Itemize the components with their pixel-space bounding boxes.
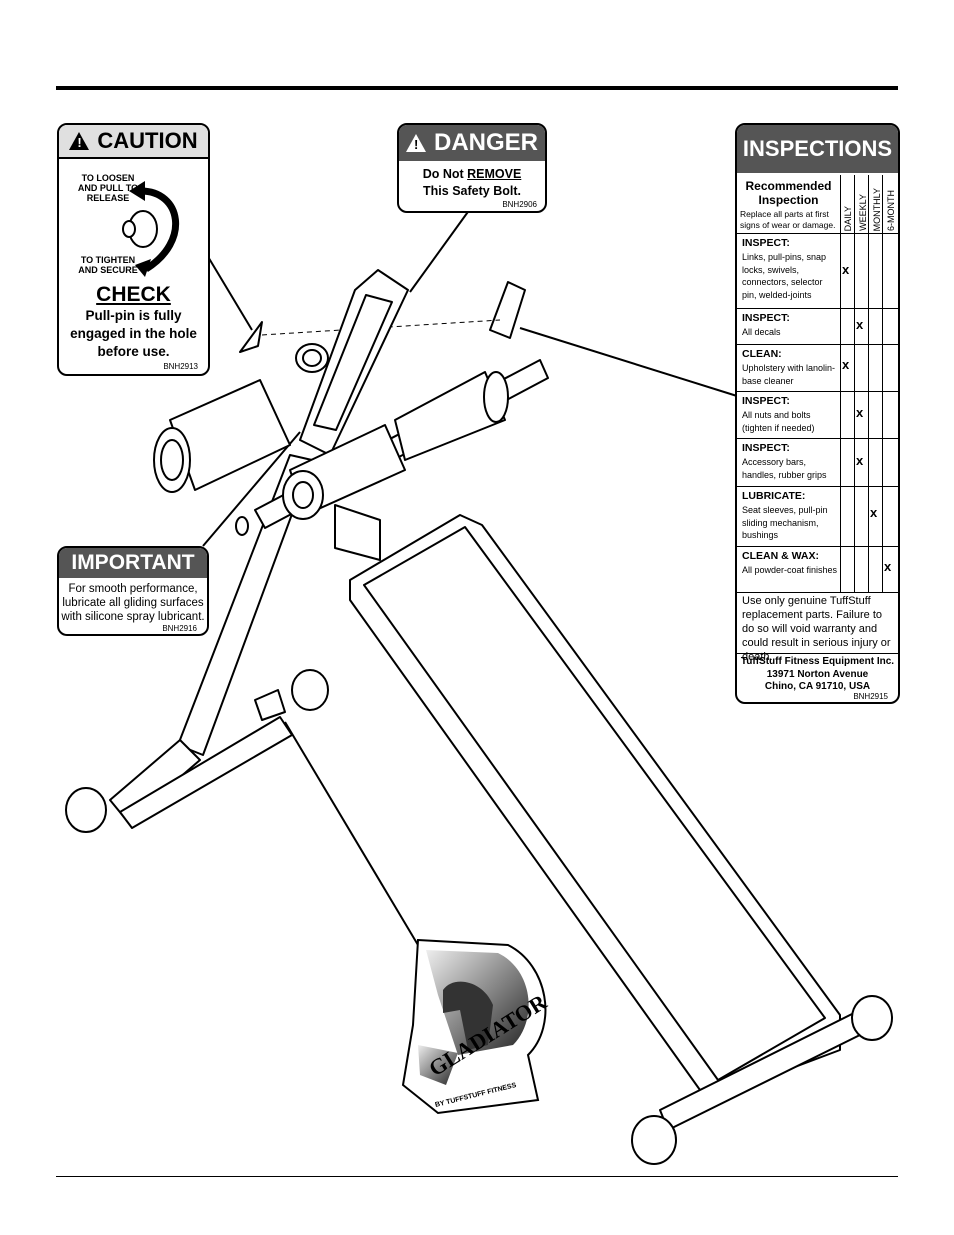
weekly-mark: x — [856, 317, 864, 332]
row-description: All powder-coat finishes — [742, 565, 838, 575]
tighten-instruction: TO TIGHTEN AND SECURE — [78, 255, 138, 275]
grid-line — [882, 175, 883, 593]
weekly-mark: x — [856, 405, 864, 420]
inspection-row: CLEAN & WAX: All powder-coat finishes x — [737, 547, 898, 593]
gladiator-logo-text: GLADIATOR BY TUFFSTUFF FITNESS — [424, 989, 582, 1114]
replacement-warning: Use only genuine TuffStuff replacement p… — [742, 595, 891, 663]
caution-title: CAUTION — [97, 128, 198, 153]
inspection-row: INSPECT: Accessory bars, handles, rubber… — [737, 439, 898, 487]
grid-line — [840, 175, 841, 593]
danger-title: DANGER — [433, 129, 538, 156]
company-block: TuffStuff Fitness Equipment Inc. 13971 N… — [737, 653, 898, 694]
grid-line — [868, 175, 869, 593]
caution-header: ! CAUTION — [59, 125, 208, 159]
row-title: CLEAN: — [742, 348, 782, 360]
weekly-mark: x — [856, 453, 864, 468]
danger-header: ! DANGER — [399, 125, 545, 161]
recommended-title: Recommended Inspection — [745, 179, 832, 207]
6-month-mark: x — [884, 559, 892, 574]
inspection-row: CLEAN: Upholstery with lanolin-base clea… — [737, 345, 898, 392]
row-description: Links, pull-pins, snap locks, swivels, c… — [742, 252, 827, 300]
inspection-row: LUBRICATE: Seat sleeves, pull-pin slidin… — [737, 487, 898, 547]
inspections-table-header: Recommended Inspection Replace all parts… — [737, 175, 898, 234]
important-decal: IMPORTANT For smooth performance, lubric… — [57, 546, 209, 636]
warning-triangle-icon: ! — [69, 132, 90, 150]
row-title: LUBRICATE: — [742, 490, 806, 502]
important-body: For smooth performance, lubricate all gl… — [61, 583, 205, 623]
check-title: CHECK — [96, 283, 171, 306]
important-code: BNH2916 — [162, 624, 197, 633]
logo-byline: BY TUFFSTUFF FITNESS — [434, 1082, 518, 1109]
danger-line1: Do Not — [422, 167, 468, 181]
row-description: All decals — [742, 327, 781, 337]
danger-body: Do Not REMOVE This Safety Bolt. — [399, 166, 545, 200]
inspection-row: INSPECT: All nuts and bolts (tighten if … — [737, 392, 898, 439]
row-title: INSPECT: — [742, 442, 790, 454]
danger-code: BNH2906 — [502, 200, 537, 209]
row-title: INSPECT: — [742, 395, 790, 407]
inspection-row: INSPECT: Links, pull-pins, snap locks, s… — [737, 234, 898, 309]
loosen-instruction: TO LOOSEN AND PULL TO RELEASE — [77, 173, 139, 203]
danger-line2: This Safety Bolt. — [423, 184, 521, 198]
danger-decal: ! DANGER Do Not REMOVE This Safety Bolt.… — [397, 123, 547, 213]
company-name: TuffStuff Fitness Equipment Inc. — [740, 656, 895, 667]
replace-note: Replace all parts at first signs of wear… — [740, 209, 836, 230]
company-address-street: 13971 Norton Avenue — [766, 668, 869, 680]
column-6-month: 6-MONTH — [886, 190, 896, 231]
company-address-city: Chino, CA 91710, USA — [764, 681, 871, 692]
inspections-title: INSPECTIONS — [737, 125, 898, 173]
caution-decal: ! CAUTION TO LOOSEN AND PULL TO RELEASE … — [57, 123, 210, 376]
inspections-decal: INSPECTIONS Recommended Inspection Repla… — [735, 123, 900, 704]
danger-emphasis: REMOVE — [467, 167, 522, 181]
column-monthly: MONTHLY — [872, 187, 882, 231]
column-daily: DAILY — [843, 205, 853, 231]
rotate-arrow-icon — [122, 181, 179, 277]
important-title: IMPORTANT — [59, 548, 207, 578]
row-title: CLEAN & WAX: — [742, 550, 819, 562]
row-description: Seat sleeves, pull-pin sliding mechanism… — [742, 505, 828, 540]
grid-line — [854, 175, 855, 593]
row-description: Accessory bars, handles, rubber grips — [742, 457, 827, 480]
column-weekly: WEEKLY — [858, 194, 868, 231]
warning-triangle-icon: ! — [405, 134, 426, 152]
row-description: All nuts and bolts (tighten if needed) — [742, 410, 815, 433]
row-title: INSPECT: — [742, 237, 790, 249]
inspections-code: BNH2915 — [853, 692, 888, 701]
daily-mark: x — [842, 357, 850, 372]
caution-code: BNH2913 — [163, 362, 198, 371]
monthly-mark: x — [870, 505, 878, 520]
check-body: Pull-pin is fully engaged in the hole be… — [70, 308, 197, 359]
row-description: Upholstery with lanolin-base cleaner — [742, 363, 836, 386]
daily-mark: x — [842, 262, 850, 277]
inspection-row: INSPECT: All decals x — [737, 309, 898, 345]
gladiator-logo — [401, 938, 547, 1115]
row-title: INSPECT: — [742, 312, 790, 324]
bottom-rule — [56, 1176, 898, 1177]
top-rule — [56, 86, 898, 90]
